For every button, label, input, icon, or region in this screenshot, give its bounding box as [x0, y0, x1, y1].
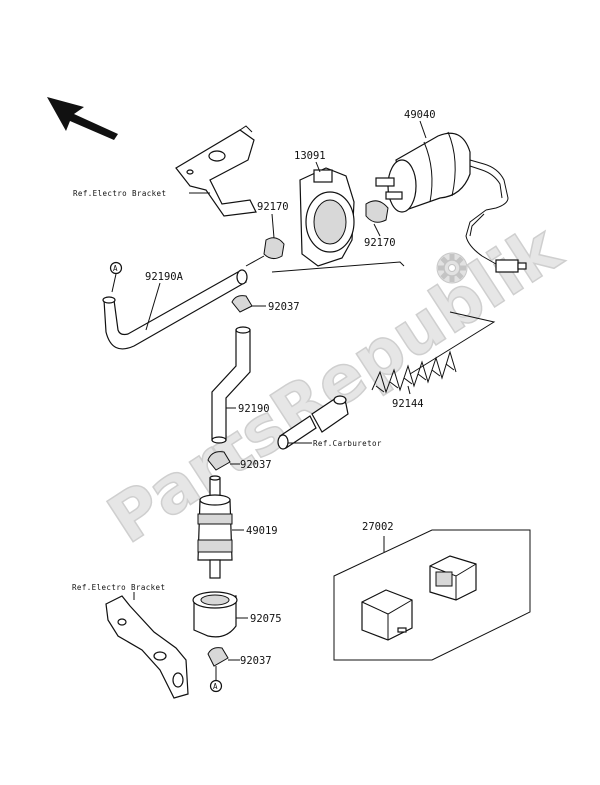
label-92190: 92190 [238, 403, 270, 415]
label-92170-left: 92170 [257, 201, 289, 213]
electro-bracket-bottom [105, 595, 189, 699]
gear-icon [436, 252, 468, 284]
clamp-92037-a [231, 295, 253, 313]
clamp-92170-right [365, 200, 389, 223]
carburetor-fitting [277, 395, 349, 450]
label-27002: 27002 [362, 521, 394, 533]
electro-bracket-top [175, 125, 257, 217]
label-92037-a: 92037 [268, 301, 300, 313]
clamp-92170-left [263, 237, 285, 260]
pump-holder-13091 [299, 167, 355, 267]
label-92075: 92075 [250, 613, 282, 625]
clamp-92037-b [207, 451, 231, 471]
label-49019: 49019 [246, 525, 278, 537]
label-92190A: 92190A [145, 271, 184, 283]
marker-a-bottom-label: A [213, 682, 218, 691]
label-92170-right: 92170 [364, 237, 396, 249]
label-13091: 13091 [294, 150, 326, 162]
label-92037-c: 92037 [240, 655, 272, 667]
label-92144: 92144 [392, 398, 424, 410]
clamp-92037-c [207, 647, 229, 667]
ref-carburetor: Ref.Carburetor [313, 439, 382, 448]
marker-a-top-label: A [113, 264, 118, 273]
hose-92190 [211, 326, 251, 444]
fuel-pump-49040 [375, 131, 527, 273]
hose-92190A [102, 255, 265, 350]
label-49040: 49040 [404, 109, 436, 121]
marker-a-bottom: A [209, 679, 223, 693]
ref-electro-bracket-bottom: Ref.Electro Bracket [72, 583, 165, 592]
spring-92144 [371, 350, 457, 394]
label-92037-b: 92037 [240, 459, 272, 471]
marker-a-top: A [109, 261, 123, 275]
direction-arrow-icon [47, 97, 118, 140]
filter-holder-92075 [192, 591, 238, 638]
fuel-filter-49019 [197, 475, 233, 579]
ref-electro-bracket-top: Ref.Electro Bracket [73, 189, 166, 198]
relay-kit-27002 [333, 529, 531, 661]
